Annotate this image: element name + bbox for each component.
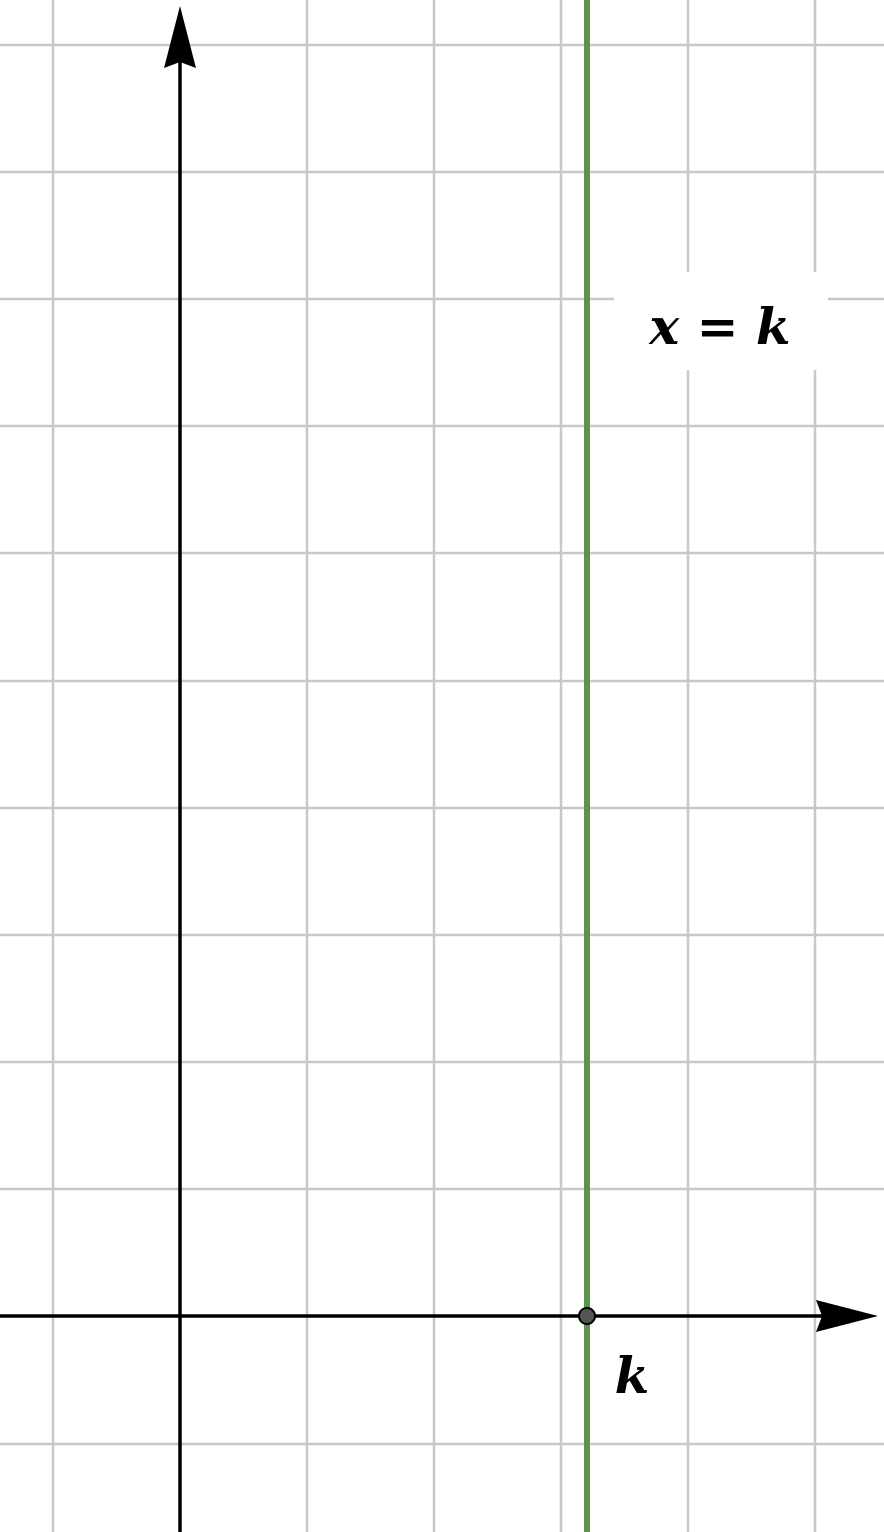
- x-axis: [0, 1300, 878, 1332]
- point-k: [578, 1307, 596, 1325]
- y-axis-arrow-icon: [164, 6, 196, 68]
- point-label: k: [615, 1346, 650, 1405]
- x-axis-arrow-icon: [816, 1300, 878, 1332]
- y-axis: [164, 6, 196, 1532]
- line-label-background: [614, 272, 828, 370]
- line-label: x = k: [648, 297, 790, 356]
